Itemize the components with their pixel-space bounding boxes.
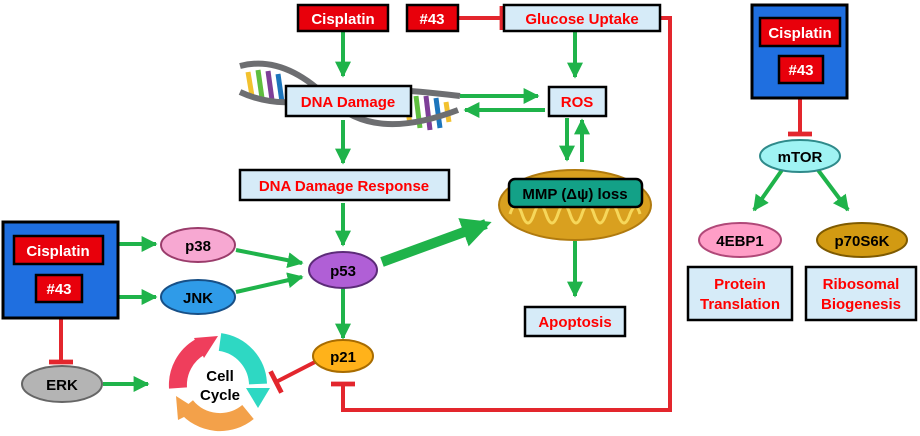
mmp-loss-label: MMP (Δψ) loss [522,186,627,203]
p38-label: p38 [185,238,211,255]
cell-cycle-label-line1: Cell [206,368,234,385]
ribosomal-biogenesis-box: Ribosomal Biogenesis [804,265,918,322]
right-compound-43-label: #43 [788,62,813,79]
ddr-box: DNA Damage Response [238,168,451,202]
dna-damage-label: DNA Damage [301,94,395,111]
apoptosis-label: Apoptosis [538,314,611,331]
arrow-p53-mmp [380,218,492,267]
jnk-label: JNK [183,290,213,307]
glucose-uptake-box: Glucose Uptake [502,3,662,33]
ros-box: ROS [547,85,608,118]
left-cisplatin-label: Cisplatin [26,243,89,260]
top-compound-43-box: #43 [405,3,460,33]
4ebp1-node: 4EBP1 [698,222,782,258]
apoptosis-box: Apoptosis [523,305,627,338]
erk-label: ERK [46,377,78,394]
mtor-label: mTOR [778,149,823,166]
inhibit-p21-cellcycle [268,360,316,394]
right-cisplatin-label: Cisplatin [768,25,831,42]
cell-cycle-label-line2: Cycle [200,387,240,404]
mtor-node: mTOR [759,139,841,173]
4ebp1-label: 4EBP1 [716,233,764,250]
ddr-label: DNA Damage Response [259,178,429,195]
right-drug-panel: Cisplatin #43 [750,3,849,100]
p21-node: p21 [312,339,374,373]
mmp-loss-box: MMP (Δψ) loss [507,177,644,209]
ribosomal-biogenesis-line1: Ribosomal [823,276,900,293]
top-compound-43-label: #43 [419,11,444,28]
arrow-mtor-p70 [816,168,850,212]
arrow-jnk-p53 [235,272,304,294]
left-compound-43-label: #43 [46,281,71,298]
dna-damage-box: DNA Damage [284,84,413,118]
top-cisplatin-box: Cisplatin [296,3,390,33]
pathway-connectors [49,6,850,412]
p53-node: p53 [308,251,378,289]
p53-label: p53 [330,263,356,280]
protein-translation-box: Protein Translation [686,265,794,322]
cell-cycle-icon: Cell Cycle [168,333,270,432]
jnk-node: JNK [160,279,236,315]
p70s6k-node: p70S6K [816,222,908,258]
inhibit-43-p21 [331,16,672,412]
top-cisplatin-label: Cisplatin [311,11,374,28]
erk-node: ERK [21,365,103,403]
ribosomal-biogenesis-line2: Biogenesis [821,296,901,313]
left-drug-panel: Cisplatin #43 [1,220,120,320]
arrow-p38-p53 [235,248,304,269]
ros-label: ROS [561,94,594,111]
protein-translation-line2: Translation [700,296,780,313]
p21-label: p21 [330,349,356,366]
arrow-mtor-4ebp1 [752,168,784,212]
p70s6k-label: p70S6K [834,233,889,250]
protein-translation-line1: Protein [714,276,766,293]
glucose-uptake-label: Glucose Uptake [525,11,638,28]
p38-node: p38 [160,227,236,263]
